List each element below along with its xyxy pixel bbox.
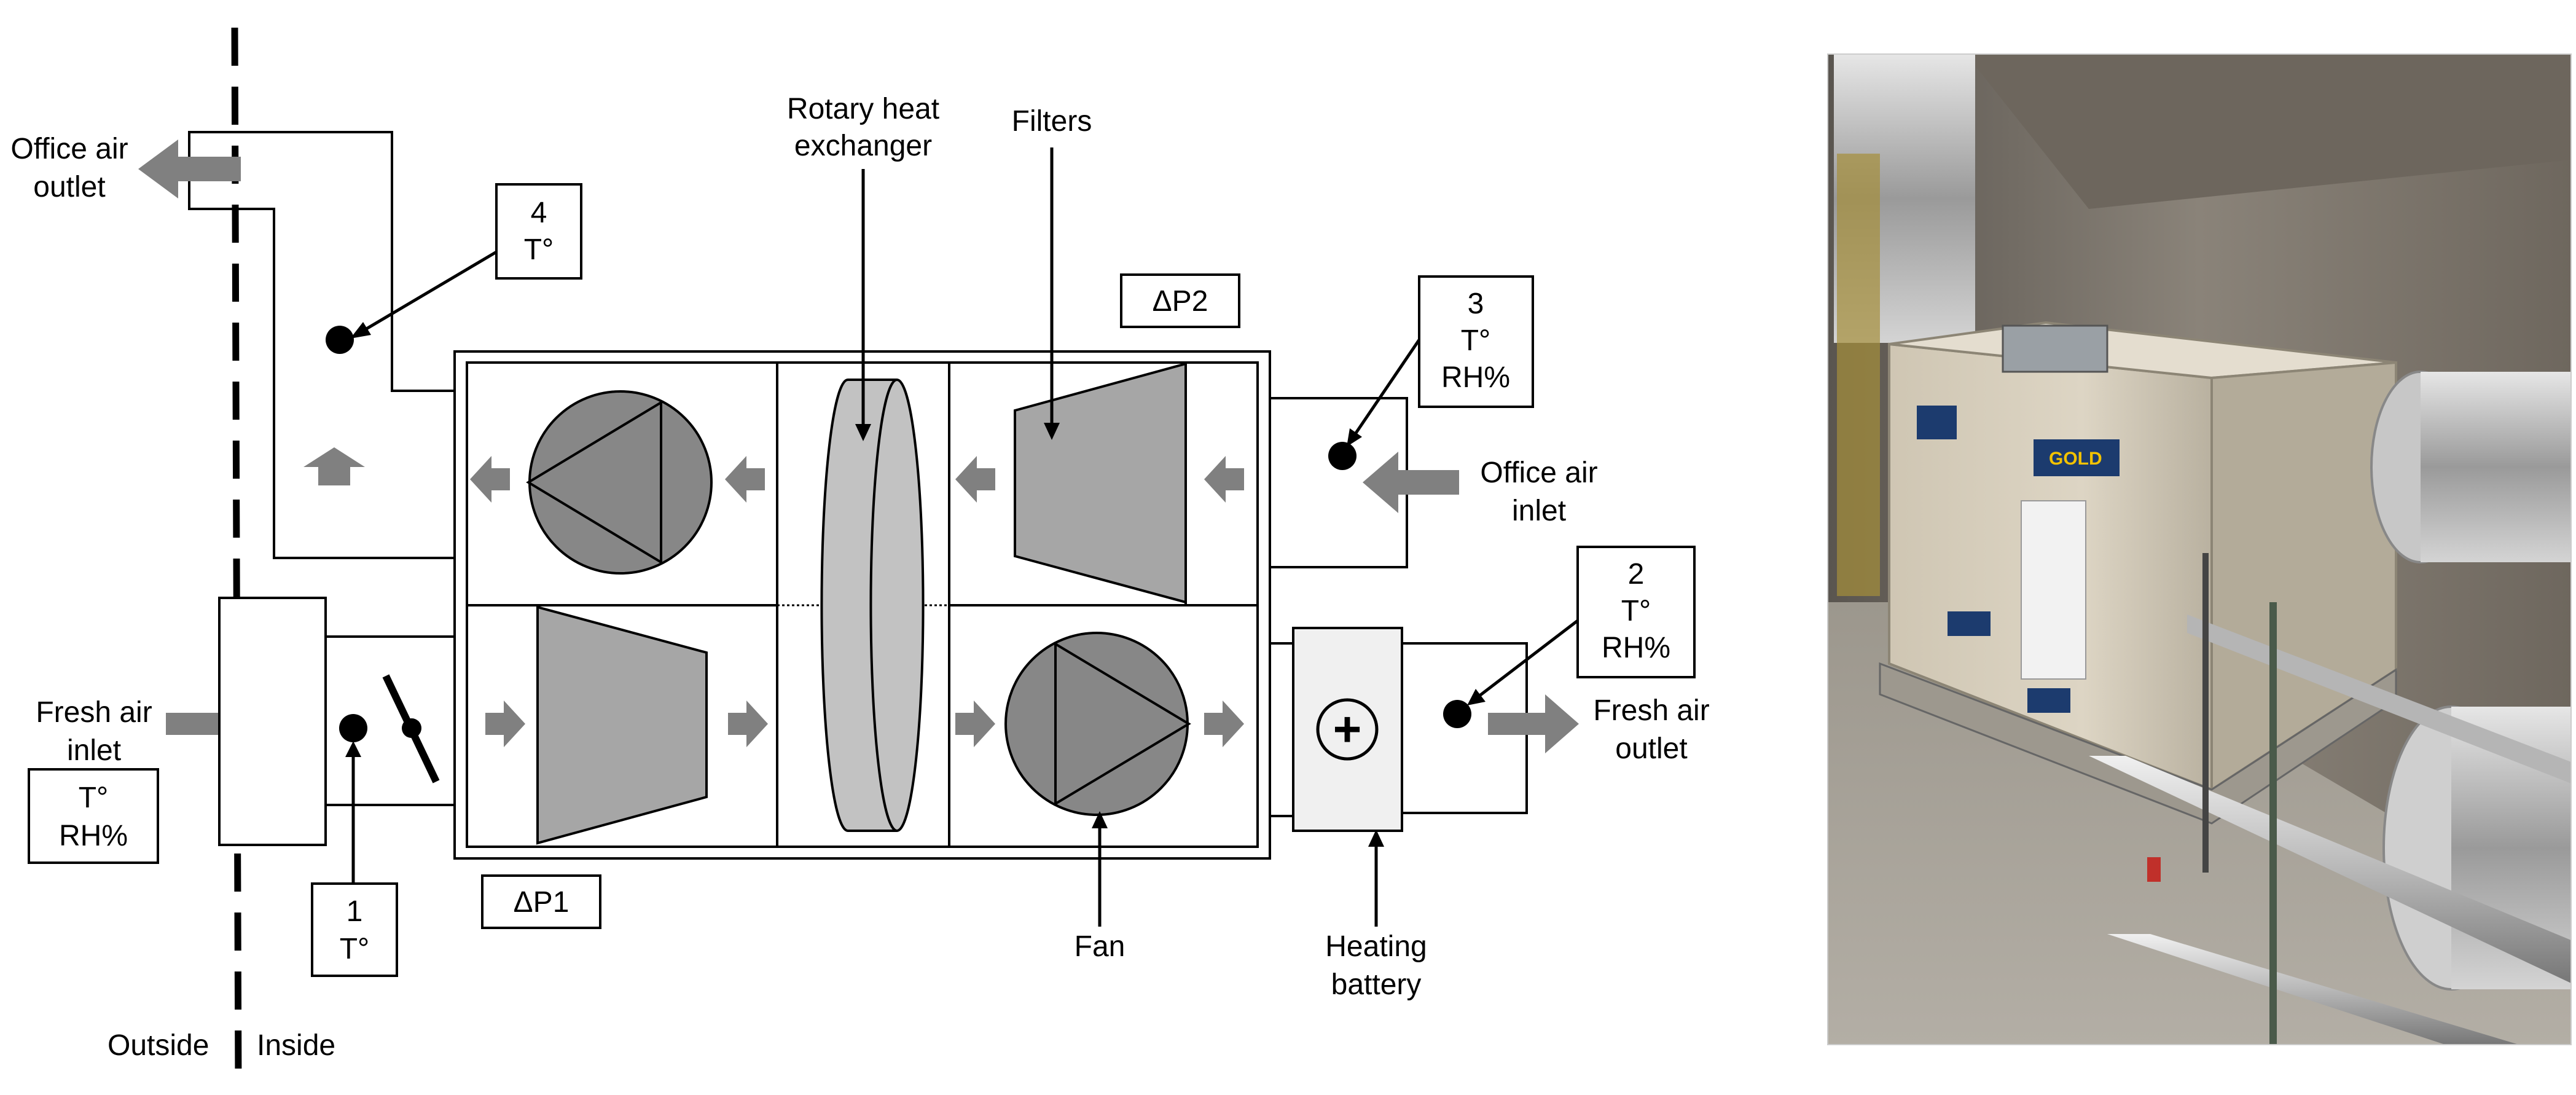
photo-label-mid xyxy=(2034,439,2120,476)
fresh-air-inlet-label: Fresh air xyxy=(36,696,152,729)
upper-arrow-4 xyxy=(1204,456,1244,503)
sensor-1-line-2: T° xyxy=(340,933,370,965)
office-air-outlet-label-2: outlet xyxy=(33,171,105,203)
sensor-3-line-3: RH% xyxy=(1441,361,1510,394)
dp2-label: ΔP2 xyxy=(1153,285,1208,318)
rotary-heat-exchanger-label-2: exchanger xyxy=(794,130,932,162)
heating-battery-label: Heating xyxy=(1325,930,1427,963)
sensor-2-line-3: RH% xyxy=(1602,632,1670,664)
sensor-3-box xyxy=(1418,275,1534,408)
fan-leader-head xyxy=(1092,811,1108,828)
sensor-2-line-1: 2 xyxy=(1628,558,1645,591)
sensor-2-leader-head xyxy=(1467,689,1486,705)
sensor-1-point xyxy=(339,714,367,742)
sensor-1-box xyxy=(311,882,398,977)
dp2-box xyxy=(1120,273,1240,328)
photo-upper-duct xyxy=(2421,372,2571,562)
supply-filter xyxy=(536,605,708,845)
photo-frame xyxy=(1827,53,2572,1045)
photo-pipe-3 xyxy=(2187,614,2571,783)
upper-arrow-3 xyxy=(955,456,995,503)
rotary-heat-exchanger xyxy=(820,379,925,832)
sensor-4-leader xyxy=(354,250,498,337)
fresh-air-outlet-arrow xyxy=(1488,694,1579,753)
sensor-inlet-line-2: RH% xyxy=(59,820,128,852)
photo-label-left xyxy=(1917,406,1957,439)
supply-fan-impeller xyxy=(1054,642,1191,806)
office-air-inlet-label: Office air xyxy=(1480,457,1597,489)
office-air-outlet-label: Office air xyxy=(10,133,128,165)
heating-battery-label-2: battery xyxy=(1331,968,1422,1001)
photo-valve xyxy=(2147,857,2161,882)
fresh-air-outlet-label: Fresh air xyxy=(1593,694,1709,727)
ahu-photo: GOLD xyxy=(1827,53,2572,1045)
filters-leader-head xyxy=(1044,423,1060,440)
lower-arrow-3 xyxy=(955,701,995,747)
sensor-2-point xyxy=(1443,700,1471,728)
office-outlet-arrow xyxy=(138,139,241,198)
sensor-2-line-2: T° xyxy=(1621,595,1651,627)
heating-battery-symbol: + xyxy=(1333,702,1362,756)
supply-duct xyxy=(1270,642,1294,817)
lower-arrow-4 xyxy=(1204,701,1244,747)
rotary-heat-exchanger-label: Rotary heat xyxy=(787,93,939,125)
photo-cable-tray xyxy=(1837,154,1880,596)
rotary-heat-exchanger-leader-head xyxy=(855,424,871,441)
supply-fan xyxy=(1004,632,1189,816)
office-inlet-arrow xyxy=(1363,452,1459,513)
photo-handle-1 xyxy=(1948,611,1991,636)
photo-info-sheet xyxy=(2021,500,2086,680)
heating-battery-leader-head xyxy=(1368,830,1384,847)
photo-brand-text: GOLD xyxy=(2049,449,2102,469)
sensor-4-line-2: T° xyxy=(524,234,554,266)
filters-label: Filters xyxy=(1012,105,1092,138)
photo-handle-2 xyxy=(2027,688,2070,713)
rotary-heat-exchanger-face xyxy=(869,379,898,832)
sensor-1-line-1: 1 xyxy=(346,895,363,928)
exhaust-up-arrow xyxy=(303,447,365,485)
dp1-label: ΔP1 xyxy=(514,886,570,919)
exhaust-duct xyxy=(188,131,455,559)
sensor-3-line-1: 3 xyxy=(1468,288,1484,320)
sensor-inlet-line-1: T° xyxy=(79,782,109,814)
sensor-inlet-box xyxy=(28,768,159,864)
sensor-3-leader xyxy=(1350,339,1421,441)
damper-pivot xyxy=(402,718,421,738)
sensor-4-point xyxy=(326,326,354,354)
sensor-4-box xyxy=(495,183,582,280)
dp1-box xyxy=(481,874,601,929)
lower-arrow-2 xyxy=(728,701,768,747)
heating-battery xyxy=(1292,627,1403,832)
heating-battery-symbol-ring xyxy=(1316,698,1379,761)
sensor-4-leader-head xyxy=(350,322,371,339)
upper-arrow-1 xyxy=(470,456,510,503)
sensor-1-leader-head xyxy=(345,741,361,757)
sensor-2-box xyxy=(1576,546,1696,678)
fresh-air-outlet-label-2: outlet xyxy=(1615,732,1687,765)
inside-label: Inside xyxy=(257,1029,335,1062)
sensor-3-point xyxy=(1328,442,1357,470)
outside-inside-boundary xyxy=(231,27,242,1088)
exhaust-fan xyxy=(528,390,713,575)
fan-label: Fan xyxy=(1075,930,1126,963)
photo-pipe-2 xyxy=(2107,934,2519,1045)
lower-arrow-1 xyxy=(485,701,525,747)
upper-arrow-2 xyxy=(725,456,765,503)
outside-label: Outside xyxy=(108,1029,209,1062)
sensor-3-line-2: T° xyxy=(1461,324,1491,357)
photo-ceiling-slab xyxy=(1966,54,2571,209)
sensor-4-line-1: 4 xyxy=(531,197,547,229)
sensor-3-leader-head xyxy=(1347,428,1362,447)
intake-filter-box xyxy=(218,597,327,846)
fresh-air-inlet-label-2: inlet xyxy=(67,734,121,767)
sensor-2-leader xyxy=(1472,619,1579,702)
photo-control-box xyxy=(2002,324,2108,373)
photo-pipe-1 xyxy=(2089,756,2571,983)
office-air-inlet-label-2: inlet xyxy=(1512,495,1566,527)
